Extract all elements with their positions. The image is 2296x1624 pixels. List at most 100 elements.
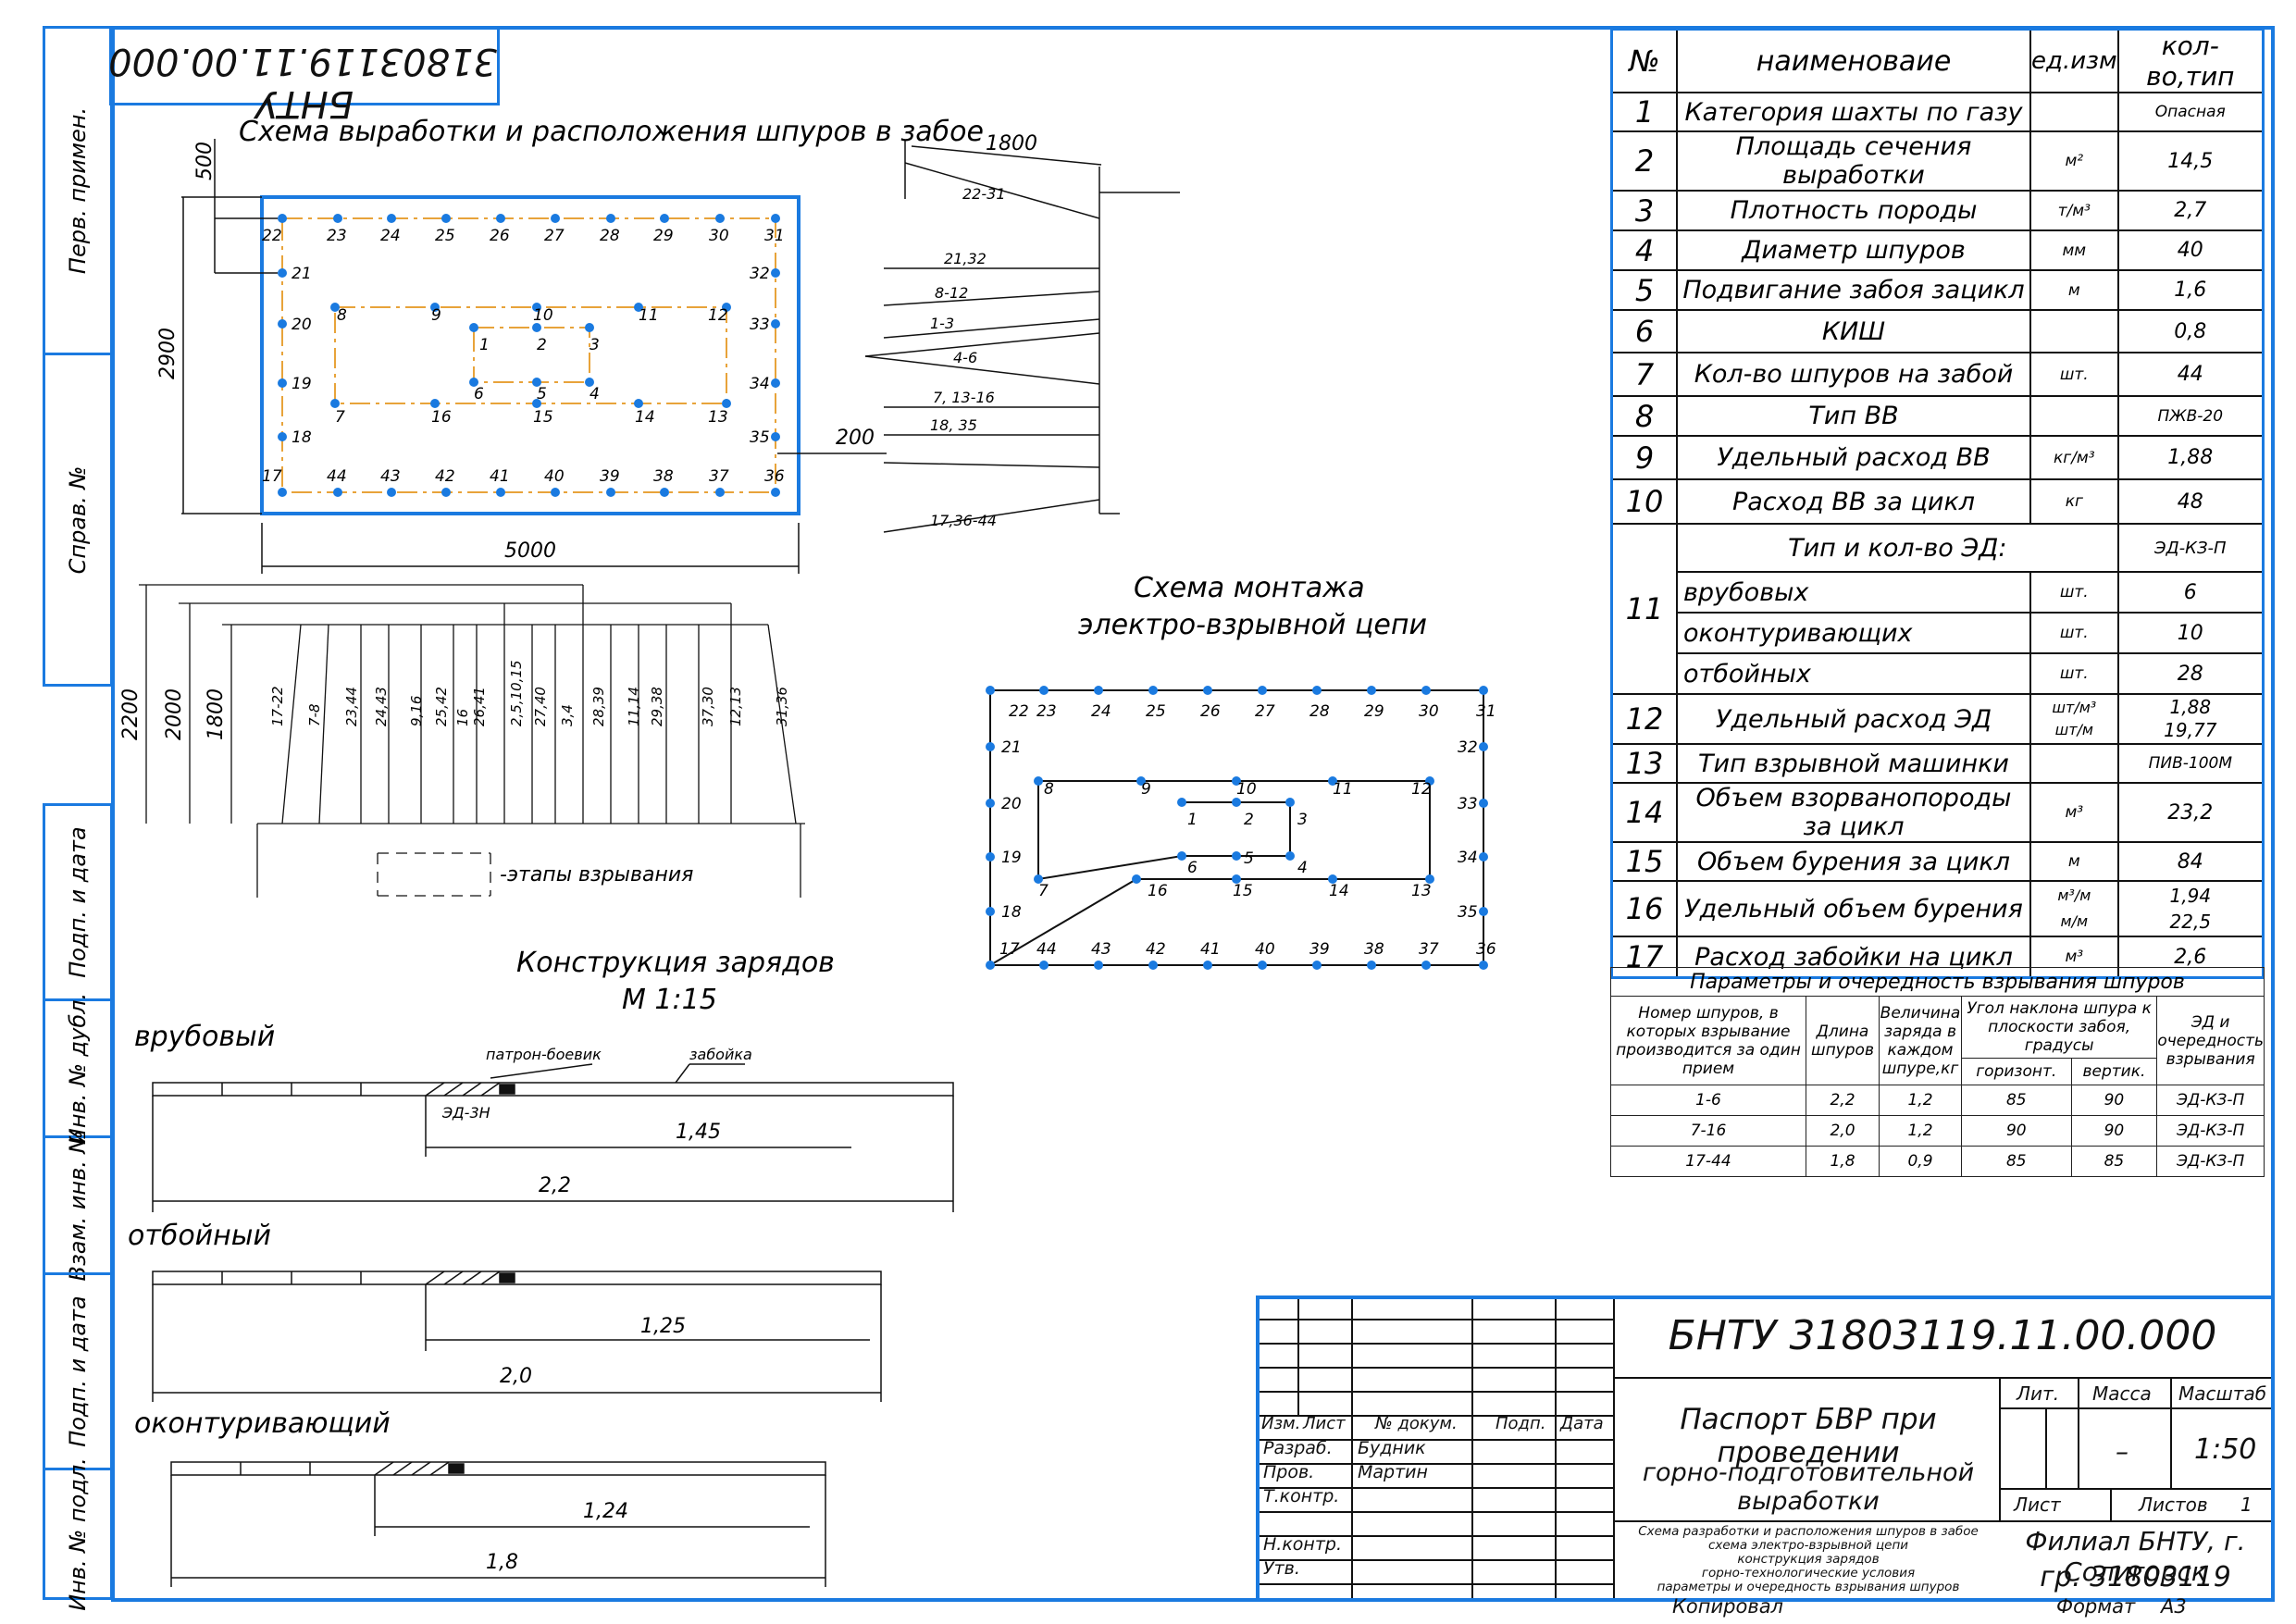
spec-row11-title: Тип и кол-во ЭД: — [1676, 523, 2119, 573]
blast-hole — [722, 399, 731, 408]
side-cell-ref: Справ. № — [43, 353, 113, 687]
circuit-hole-number: 34 — [1458, 849, 1478, 867]
blast-hole — [496, 488, 505, 497]
blast-hole — [660, 488, 669, 497]
blast-hole — [278, 319, 287, 329]
blast-hole — [278, 488, 287, 497]
circuit-hole — [986, 742, 995, 751]
spec-row-num: 4 — [1610, 229, 1678, 271]
face-height-label: 2900 — [156, 328, 180, 379]
circuit-hole — [1232, 874, 1241, 884]
blast-cell: 2,2 — [1806, 1085, 1880, 1116]
stamp-sheet: Лист — [2014, 1494, 2061, 1516]
blast-hole — [771, 214, 780, 223]
blast-h-hor: горизонт. — [1961, 1058, 2072, 1085]
stamp-mass: Масса — [2092, 1382, 2152, 1405]
spec-row-num: 11 — [1610, 523, 1678, 695]
depth-group-label: 31,36 — [774, 687, 790, 726]
hole-number: 31 — [764, 227, 785, 245]
hole-number: 2 — [537, 336, 547, 354]
stamp-name-developer: Будник — [1358, 1438, 1426, 1458]
stamp-role-developer: Разраб. — [1263, 1438, 1333, 1458]
cut-charge-len: 1,45 — [676, 1121, 721, 1144]
blast-hole — [330, 399, 340, 408]
face-side-offset: 200 — [836, 427, 875, 450]
blast-hole — [441, 488, 451, 497]
spec-row-name: Подвигание забоя зацикл — [1676, 269, 2031, 311]
spec-row-unit: мм — [2029, 229, 2119, 271]
blast-h-len: Длина шпуров — [1806, 996, 1880, 1085]
spec-row-unit: м — [2029, 269, 2119, 311]
circuit-hole-number: 35 — [1458, 903, 1478, 922]
contour-charge-len: 1,24 — [583, 1500, 628, 1523]
stamp-role-tcontrol: Т.контр. — [1263, 1486, 1340, 1506]
spec-row-num: 12 — [1610, 693, 1678, 745]
hole-number: 16 — [431, 408, 452, 427]
side-cell-orig: Инв. № подл. — [43, 1457, 113, 1610]
circuit-hole — [1479, 742, 1488, 751]
depth-group-label: 26,41 — [471, 687, 488, 726]
hole-number: 24 — [380, 227, 401, 245]
spec-row-num: 16 — [1610, 880, 1678, 937]
hole-number: 41 — [490, 467, 510, 486]
circuit-hole — [1039, 686, 1049, 695]
format-label: Формат — [2056, 1595, 2136, 1618]
depth-1800: 1800 — [205, 688, 228, 740]
blast-cell: 1,8 — [1806, 1146, 1880, 1177]
stamp-code: БНТУ 31803119.11.00.000 — [1668, 1312, 2217, 1359]
circuit-hole — [1232, 798, 1241, 807]
stamp-org-2: гр. 31803119 — [2040, 1561, 2231, 1593]
spec-row11-unit: шт. — [2029, 652, 2119, 695]
circuit-hole — [1421, 686, 1431, 695]
circuit-hole-number: 15 — [1233, 882, 1253, 900]
circuit-hole-number: 36 — [1476, 940, 1496, 959]
circuit-hole — [1132, 874, 1141, 884]
spec-row-unit: кг/м³ — [2029, 435, 2119, 480]
stamp-sheets-value: 1 — [2240, 1494, 2253, 1516]
detonator-label: ЭД-3Н — [441, 1104, 490, 1122]
spec-row-num: 7 — [1610, 352, 1678, 397]
circuit-hole-number: 24 — [1091, 702, 1111, 721]
hole-number: 7 — [335, 408, 345, 427]
circuit-hole-number: 18 — [1001, 903, 1022, 922]
break-charge-drawing — [152, 1271, 882, 1402]
stamp-col-sign: Подп. — [1496, 1414, 1546, 1433]
circuit-hole-number: 19 — [1001, 849, 1022, 867]
circuit-hole — [1094, 686, 1103, 695]
spec-row-value: 2,7 — [2116, 190, 2265, 231]
blast-hole — [532, 399, 541, 408]
circuit-hole-number: 39 — [1309, 940, 1330, 959]
depth-2200: 2200 — [119, 688, 143, 740]
stamp-lit: Лит. — [2017, 1382, 2060, 1405]
hole-number: 44 — [327, 467, 347, 486]
spec-row11-value: 6 — [2116, 571, 2265, 614]
hole-number: 27 — [544, 227, 565, 245]
circuit-hole — [1203, 686, 1212, 695]
depth-group-label: 2,5,10,15 — [508, 660, 525, 726]
spec-row-value: 0,8 — [2116, 309, 2265, 353]
spec-row-num: 3 — [1610, 190, 1678, 231]
spec-h-unit: ед.изм — [2029, 28, 2119, 93]
circuit-hole-number: 7 — [1038, 882, 1049, 900]
spec-row11-unit: шт. — [2029, 571, 2119, 614]
blast-hole — [722, 303, 731, 312]
contour-charge-name: оконтуривающий — [134, 1407, 391, 1440]
circuit-hole-number: 41 — [1200, 940, 1221, 959]
hole-number: 38 — [653, 467, 674, 486]
circuit-hole — [1258, 961, 1267, 970]
stamp-col-doc: № докум. — [1375, 1414, 1458, 1433]
blast-hole — [278, 378, 287, 388]
circuit-hole-number: 13 — [1411, 882, 1432, 900]
circuit-hole — [986, 961, 995, 970]
depth-group-label: 27,40 — [532, 687, 549, 726]
circuit-hole — [1232, 851, 1241, 861]
circuit-hole-number: 6 — [1187, 859, 1198, 877]
stamp-col-date: Дата — [1560, 1414, 1604, 1433]
spec-row-name: Расход ВВ за цикл — [1676, 478, 2031, 525]
circuit-hole — [1479, 907, 1488, 916]
depth-group-label: 24,43 — [373, 687, 390, 726]
circuit-hole — [1177, 851, 1186, 861]
stamp-role-ncontrol: Н.контр. — [1263, 1534, 1343, 1555]
